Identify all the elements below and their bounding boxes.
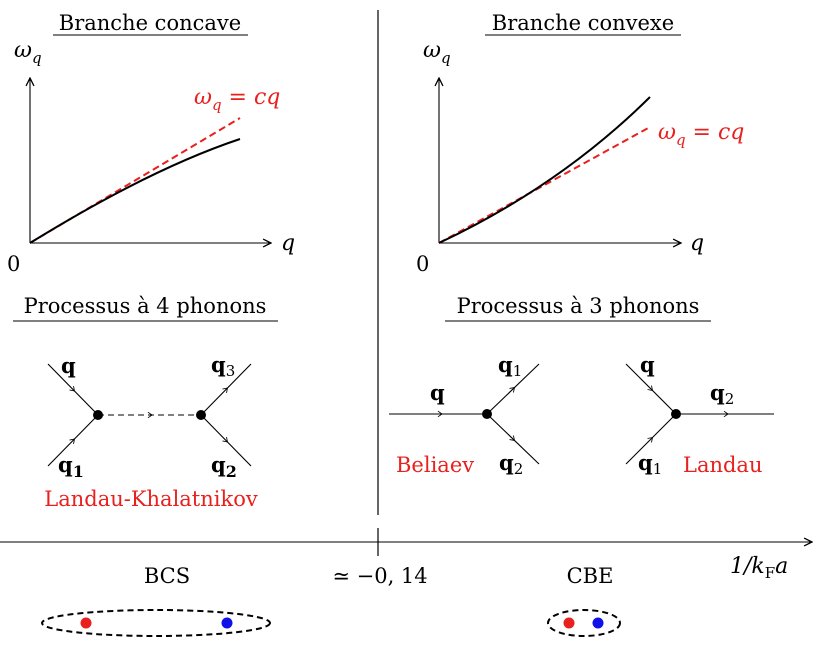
bcs-particle-red — [80, 617, 92, 629]
cbe-particle-blue — [592, 617, 604, 629]
landau-label-q: q — [640, 352, 655, 377]
four-phonon-diagram: q q1 q3 q2 Landau-Khalatnikov — [44, 352, 258, 511]
landau-diagram: q q1 q2 Landau — [625, 352, 774, 478]
right-linear-dispersion-line — [438, 126, 651, 244]
beliaev-name: Beliaev — [396, 453, 474, 477]
beliaev-diagram: q q1 q2 Beliaev — [389, 352, 540, 478]
right-panel: Branche convexe ωq q 0 ωq = cq Processus… — [389, 11, 774, 478]
vertex-right — [196, 410, 206, 420]
left-y-axis-label: ωq — [14, 38, 42, 67]
beliaev-label-q1: q1 — [498, 352, 522, 380]
left-title: Branche concave — [59, 11, 241, 35]
cbe-pair-ellipse — [547, 609, 621, 637]
threshold-label: ≃ −0, 14 — [332, 564, 427, 588]
label-q-in-top: q — [61, 353, 76, 378]
cbe-particle-red — [563, 617, 575, 629]
label-q3: q3 — [211, 352, 235, 380]
right-process-title: Processus à 3 phonons — [457, 294, 700, 318]
right-x-axis-label: q — [690, 231, 704, 256]
beliaev-vertex — [482, 409, 492, 419]
right-title: Branche convexe — [492, 11, 674, 35]
beliaev-label-q: q — [430, 380, 445, 405]
landau-label-q2: q2 — [710, 380, 734, 408]
landau-vertex — [671, 409, 681, 419]
label-q1: q1 — [58, 452, 84, 481]
landau-label-q1: q1 — [638, 450, 662, 478]
left-panel: Branche concave ωq q 0 ωq = cq Processus… — [7, 11, 295, 511]
right-linear-label: ωq = cq — [658, 120, 744, 149]
bcs-label: BCS — [144, 564, 190, 588]
right-convex-dispersion-curve — [438, 96, 651, 244]
cbe-label: CBE — [567, 564, 614, 588]
beliaev-label-q2: q2 — [499, 450, 523, 478]
label-q2: q2 — [211, 452, 237, 481]
left-origin-label: 0 — [7, 252, 20, 276]
interaction-axis-label: 1/kFa — [730, 554, 788, 582]
bcs-particle-blue — [221, 617, 233, 629]
left-process-title: Processus à 4 phonons — [24, 294, 267, 318]
vertex-left — [93, 410, 103, 420]
left-linear-dispersion-line — [29, 117, 241, 244]
left-x-axis-label: q — [281, 231, 295, 256]
landau-name: Landau — [683, 453, 762, 477]
bcs-pair-ellipse — [41, 609, 271, 637]
right-origin-label: 0 — [416, 252, 429, 276]
landau-khalatnikov-label: Landau-Khalatnikov — [44, 487, 258, 511]
right-y-axis-label: ωq — [423, 38, 451, 67]
interaction-axis: 1/kFa ≃ −0, 14 BCS CBE — [0, 528, 812, 637]
left-concave-dispersion-curve — [29, 138, 241, 244]
left-linear-label: ωq = cq — [194, 85, 280, 114]
